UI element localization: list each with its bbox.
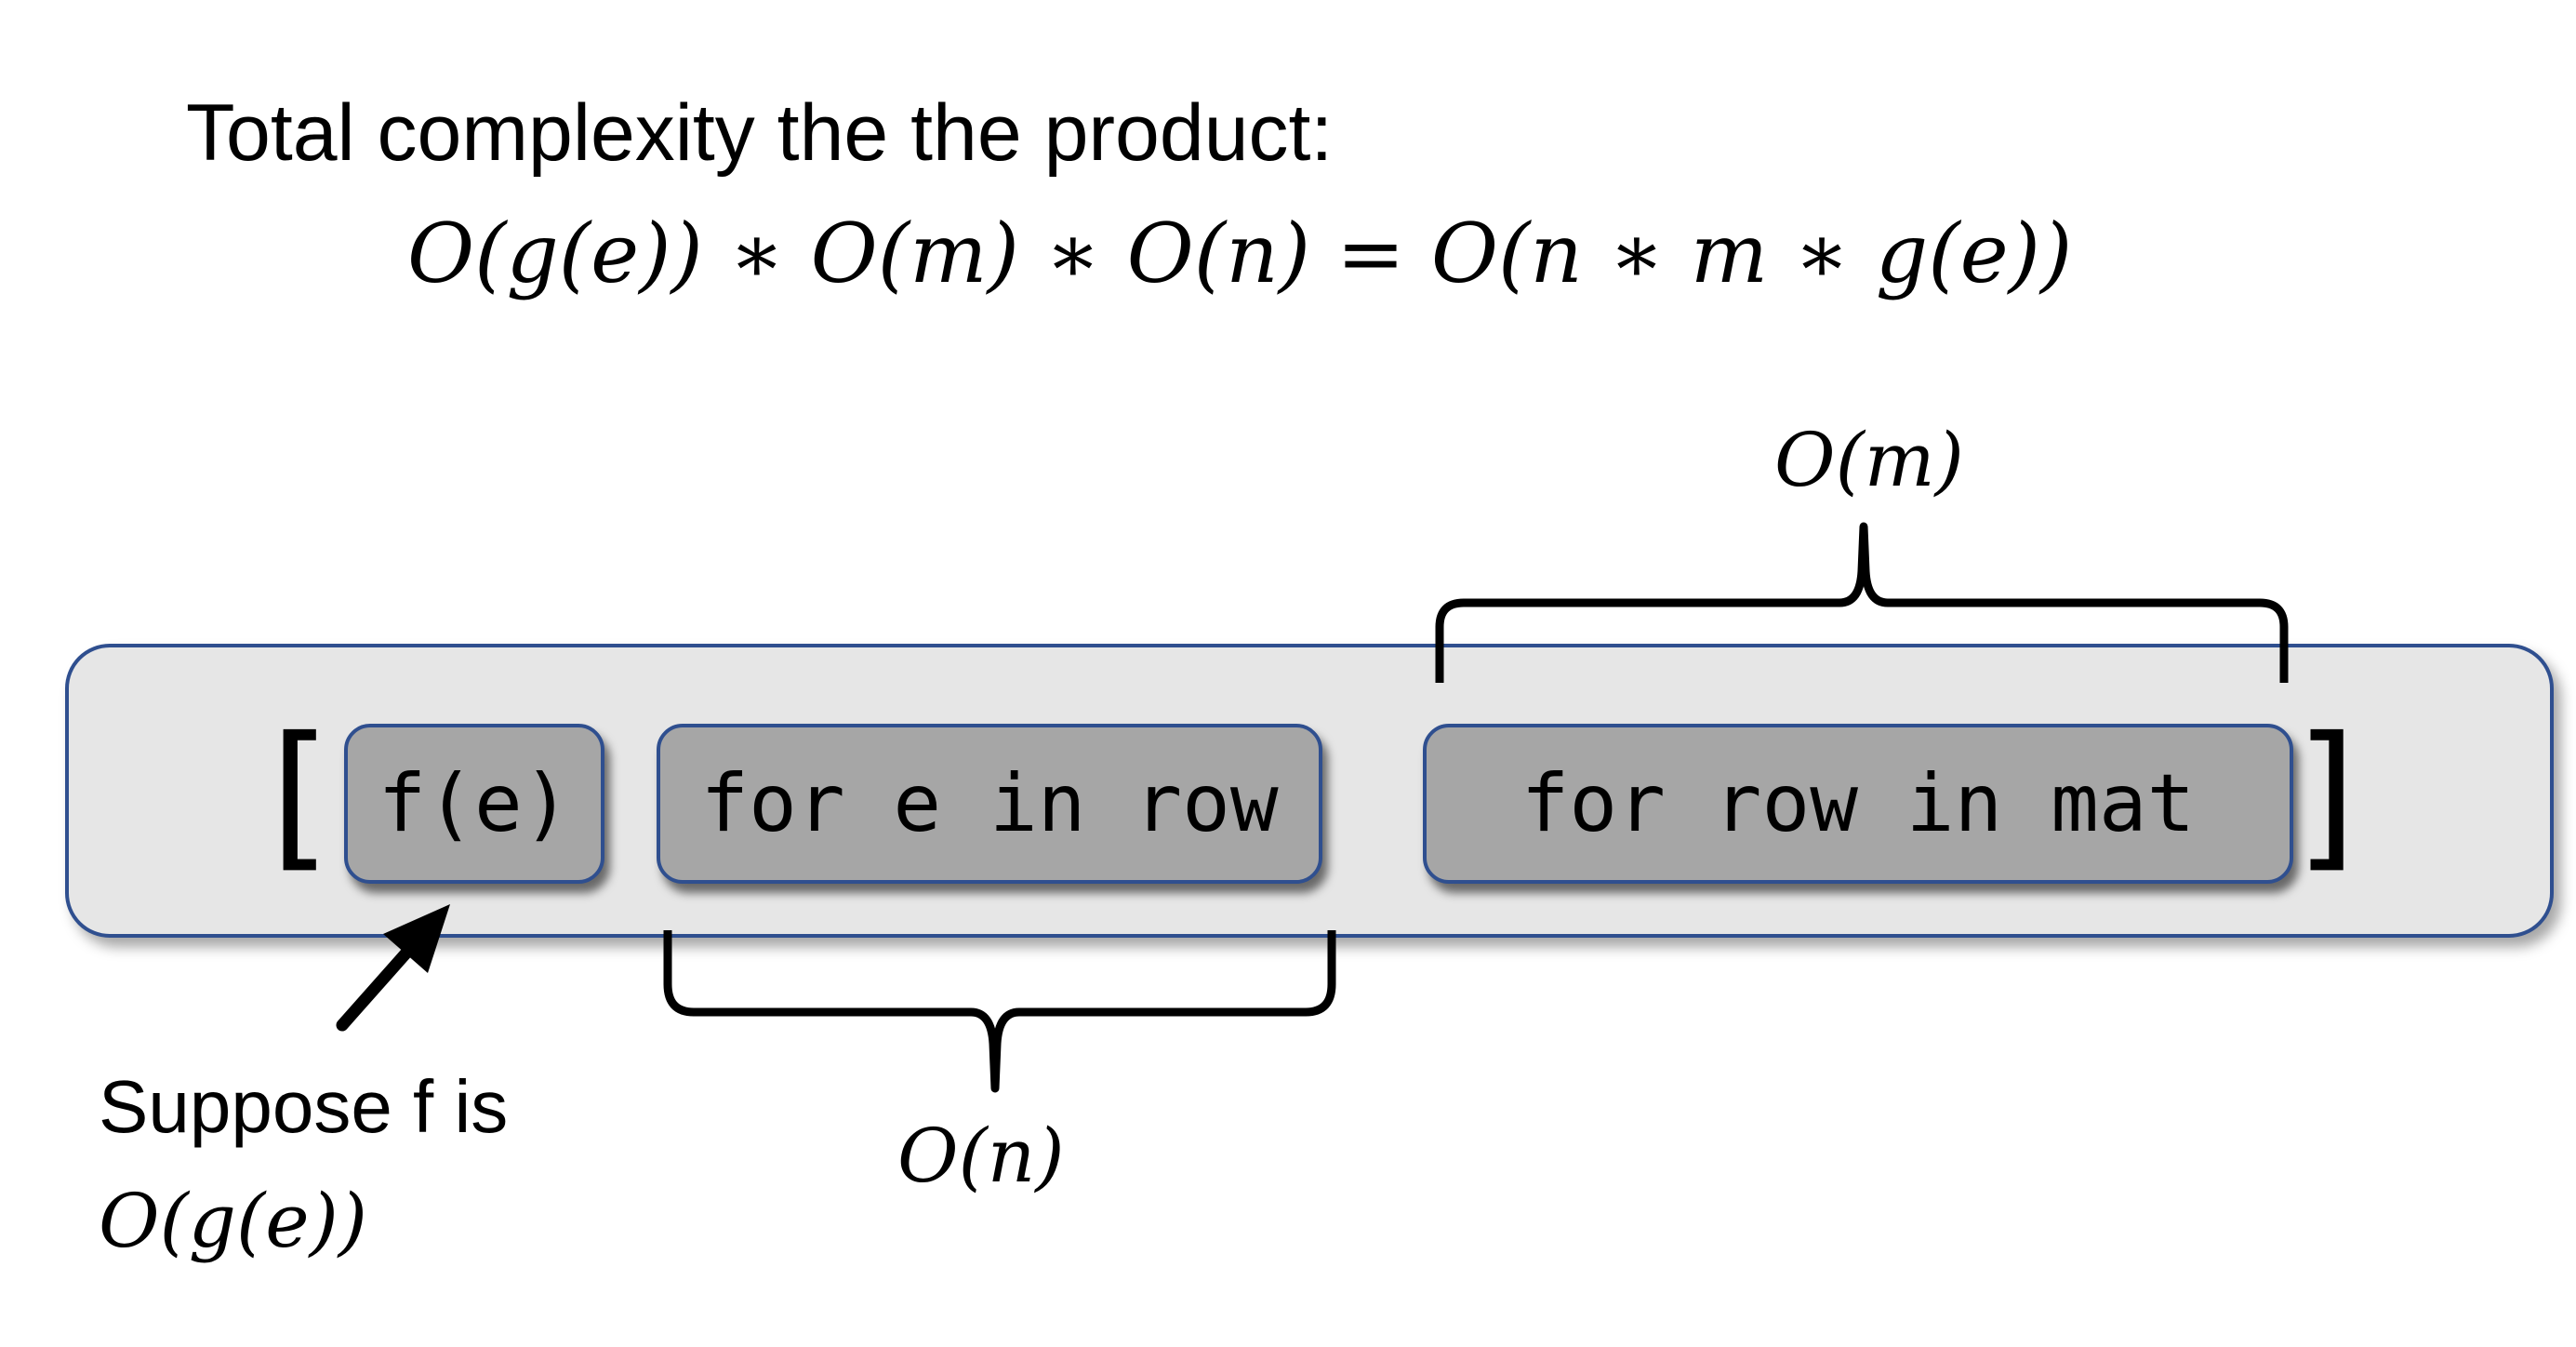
open-bracket: [ — [270, 703, 332, 887]
expression-box: f(e) — [344, 724, 604, 884]
outer-loop-box: for row in mat — [1423, 724, 2293, 884]
inner-loop-box: for e in row — [657, 724, 1322, 884]
total-complexity-equation: O(g(e)) ∗ O(m) ∗ O(n) = O(n ∗ m ∗ g(e)) — [407, 206, 2073, 301]
inner-loop-brace — [663, 930, 1336, 1093]
outer-loop-complexity-label: O(m) — [1774, 417, 1964, 503]
note-complexity: O(g(e)) — [99, 1178, 367, 1264]
close-bracket: ] — [2295, 703, 2357, 887]
slide-title: Total complexity the the product: — [186, 88, 1334, 178]
note-text: Suppose f is — [99, 1065, 509, 1148]
inner-loop-complexity-label: O(n) — [897, 1113, 1065, 1199]
